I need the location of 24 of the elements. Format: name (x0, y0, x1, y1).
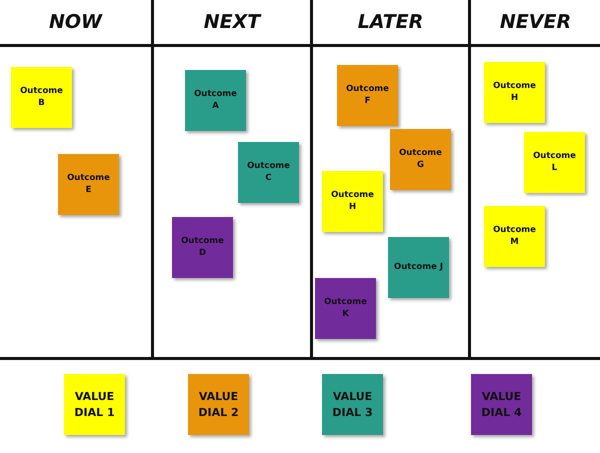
sticky-note: Outcome H (484, 62, 545, 123)
sticky-note: Outcome M (484, 206, 545, 267)
sticky-note: VALUE DIAL 4 (471, 374, 532, 435)
sticky-note: Outcome A (185, 70, 246, 131)
board-column (0, 0, 154, 360)
board-column (154, 0, 313, 360)
board-column (313, 0, 471, 360)
sticky-note: Outcome G (390, 129, 451, 190)
column-title: NEXT (204, 11, 260, 33)
sticky-note: Outcome K (315, 278, 376, 339)
sticky-note: Outcome L (524, 132, 585, 193)
sticky-note: Outcome E (58, 154, 119, 215)
sticky-note: VALUE DIAL 1 (64, 374, 125, 435)
sticky-note: Outcome H (322, 171, 383, 232)
column-title: LATER (358, 11, 424, 33)
sticky-note: Outcome D (172, 217, 233, 278)
column-title: NOW (48, 11, 102, 33)
sticky-note: VALUE DIAL 2 (188, 374, 249, 435)
sticky-note: Outcome B (11, 67, 72, 128)
sticky-note: Outcome F (337, 65, 398, 126)
column-title: NEVER (500, 11, 572, 33)
sticky-note: Outcome J (388, 237, 449, 298)
sticky-note: VALUE DIAL 3 (322, 374, 383, 435)
sticky-note: Outcome C (238, 142, 299, 203)
